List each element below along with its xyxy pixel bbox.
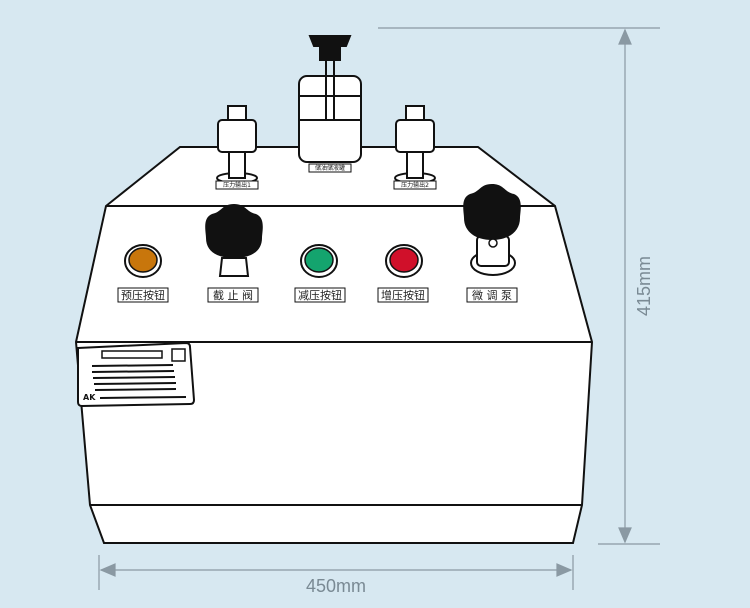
control-labels: 预压按钮 截 止 阀 减压按钮 增压按钮 微 调 泵 [117, 287, 518, 303]
output-1-label: 压力输出1 [223, 181, 251, 189]
fine-adjust-pump-label: 微 调 泵 [472, 288, 512, 302]
reservoir [298, 35, 362, 163]
pressure-output-1 [216, 105, 258, 184]
height-dimension [378, 27, 660, 545]
prepress-button[interactable] [124, 244, 162, 278]
depressurize-button[interactable] [300, 244, 338, 278]
reservoir-label: 储油储液罐 [315, 164, 345, 172]
output-2-label: 压力输出2 [401, 181, 429, 189]
prepress-label: 预压按钮 [121, 288, 165, 302]
shutoff-valve-knob[interactable] [205, 204, 263, 277]
width-label: 450mm [306, 576, 366, 596]
fine-adjust-pump-knob[interactable] [463, 184, 521, 276]
nameplate-logo: AK [83, 393, 96, 402]
pressurize-button[interactable] [385, 244, 423, 278]
width-dimension [98, 555, 574, 590]
pressurize-label: 增压按钮 [381, 288, 425, 302]
shutoff-valve-label: 截 止 阀 [213, 288, 253, 302]
pressure-output-2 [394, 105, 436, 184]
height-label: 415mm [634, 256, 654, 316]
nameplate: AK [77, 341, 196, 408]
depressurize-label: 减压按钮 [298, 288, 342, 302]
